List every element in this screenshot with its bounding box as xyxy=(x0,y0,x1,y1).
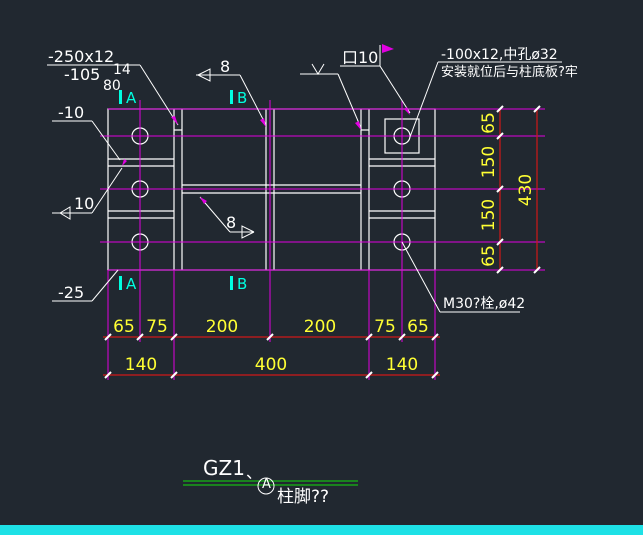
dim-text: 65 xyxy=(407,317,429,337)
centerlines xyxy=(100,100,545,380)
flag-marker xyxy=(382,44,394,53)
label-plate-10: -10 xyxy=(58,103,84,122)
dim-text: 200 xyxy=(304,317,336,337)
section-bar-a-top xyxy=(119,90,122,104)
label-num-14: 14 xyxy=(113,62,131,78)
dim-text: 140 xyxy=(125,355,157,375)
dim-text: 75 xyxy=(374,317,396,337)
dim-text: 140 xyxy=(386,355,418,375)
label-plate-250: -250x12 xyxy=(48,47,114,66)
section-bar-b-top xyxy=(230,90,233,104)
dim-text: 150 xyxy=(479,146,499,178)
dim-text: 200 xyxy=(206,317,238,337)
dim-text: 150 xyxy=(479,199,499,231)
title-mark-circle xyxy=(257,477,275,495)
dimension-ticks xyxy=(104,105,541,379)
label-bolt-note: M30?栓,ø42 xyxy=(443,296,525,312)
dim-text: 65 xyxy=(479,112,499,134)
label-weld-top-8: 8 xyxy=(220,57,230,76)
drawing-title: GZ1 、 A 柱脚?? xyxy=(183,456,358,507)
dim-text: 75 xyxy=(146,317,168,337)
dim-text: 65 xyxy=(479,245,499,267)
title-suffix: 柱脚?? xyxy=(277,487,329,507)
label-install-note: 安装就位后与柱底板?牢 xyxy=(441,64,578,80)
section-bar-b-bottom xyxy=(230,276,233,290)
dim-text: 65 xyxy=(113,317,135,337)
section-label-a-bottom: A xyxy=(126,275,137,293)
leaders xyxy=(47,45,562,313)
dimension-vertical: 65 150 150 65 430 xyxy=(479,112,536,267)
section-label-b-bottom: B xyxy=(237,275,247,293)
arrowheads xyxy=(122,107,410,204)
section-label-b-top: B xyxy=(237,89,247,107)
label-plate-105: -105 xyxy=(64,65,100,84)
label-square-10: 口10 xyxy=(342,48,378,67)
label-weld-mid-8: 8 xyxy=(226,213,236,232)
label-plate-100: -100x12,中孔ø32 xyxy=(441,47,558,63)
label-weld-10: 10 xyxy=(74,194,94,213)
title-mark: A xyxy=(262,477,271,492)
dim-text: 400 xyxy=(255,355,287,375)
section-label-a-top: A xyxy=(126,89,137,107)
annotations: -250x12 -105 80 14 -10 10 -25 8 8 口10 -1… xyxy=(48,47,578,312)
label-plate-25: -25 xyxy=(58,283,84,302)
dimension-row-1: 65 75 200 200 75 65 xyxy=(113,317,429,337)
dim-text-total: 430 xyxy=(516,174,536,206)
label-num-80: 80 xyxy=(103,78,121,94)
section-marks: A A B B xyxy=(119,89,247,293)
title-separator: 、 xyxy=(246,463,262,482)
bottom-status-bar xyxy=(0,525,643,535)
title-main: GZ1 xyxy=(203,456,245,480)
dimension-row-2: 140 400 140 xyxy=(125,355,418,375)
section-bar-a-bottom xyxy=(119,276,122,290)
